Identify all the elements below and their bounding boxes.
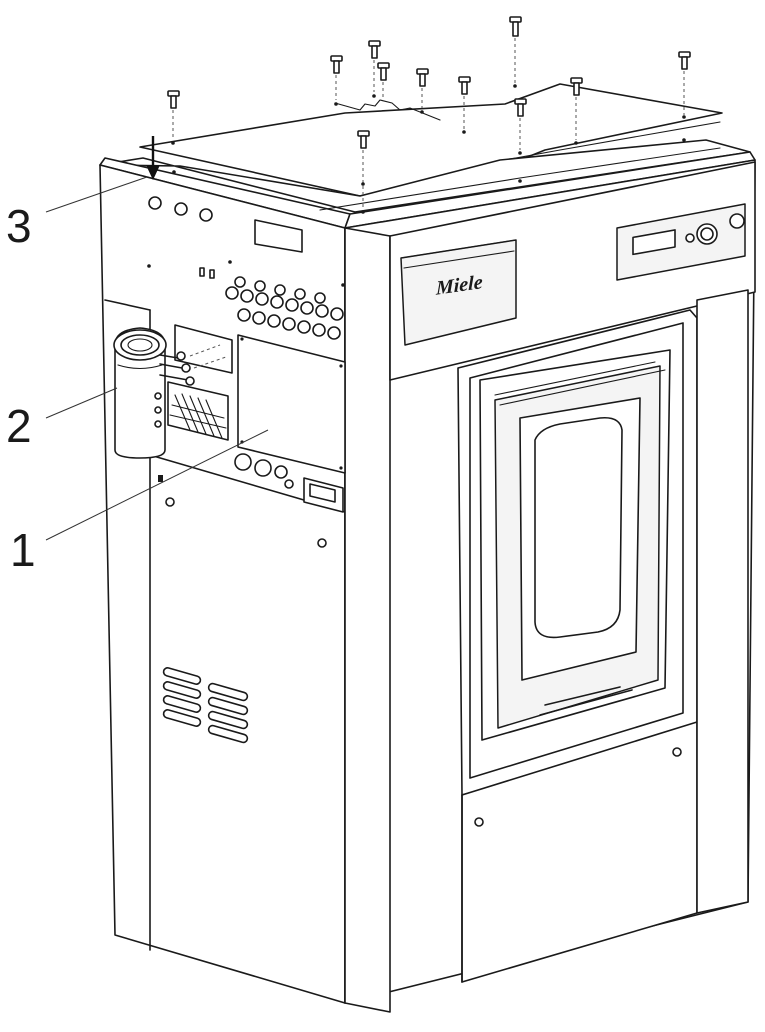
water-inlet-connection [113,327,229,459]
callout-3: 3 [6,176,148,252]
down-arrow [146,136,160,180]
screw [357,130,370,210]
rear-connection-panel [148,196,346,548]
control-panel: Miele [400,203,746,346]
valve-bracket [167,381,229,441]
door-glass [534,416,623,639]
screw [330,55,343,100]
machine-top-surface [99,139,756,229]
vent-holes [225,276,344,340]
display-window [632,229,676,256]
screw [509,16,522,84]
valve-pipes [154,351,195,428]
screw [678,51,691,115]
rear-access-cover [237,334,346,474]
screw [416,68,429,108]
power-button [729,213,745,229]
screw [167,90,180,140]
indicator-light [685,233,695,243]
side-vent-slots [162,667,249,744]
screw [570,77,583,140]
callout-2: 2 [6,387,118,452]
rear-side-panel [99,164,346,1004]
callout-number: 1 [10,524,36,576]
callout-1: 1 [10,429,269,576]
callout-number: 3 [6,200,32,252]
door-assembly [457,309,698,796]
fixing-holes [147,84,686,287]
screw [514,98,527,150]
top-screws [167,16,691,210]
screw [458,76,471,130]
screw [368,40,381,92]
screw [377,62,390,98]
callout-number: 2 [6,400,32,452]
